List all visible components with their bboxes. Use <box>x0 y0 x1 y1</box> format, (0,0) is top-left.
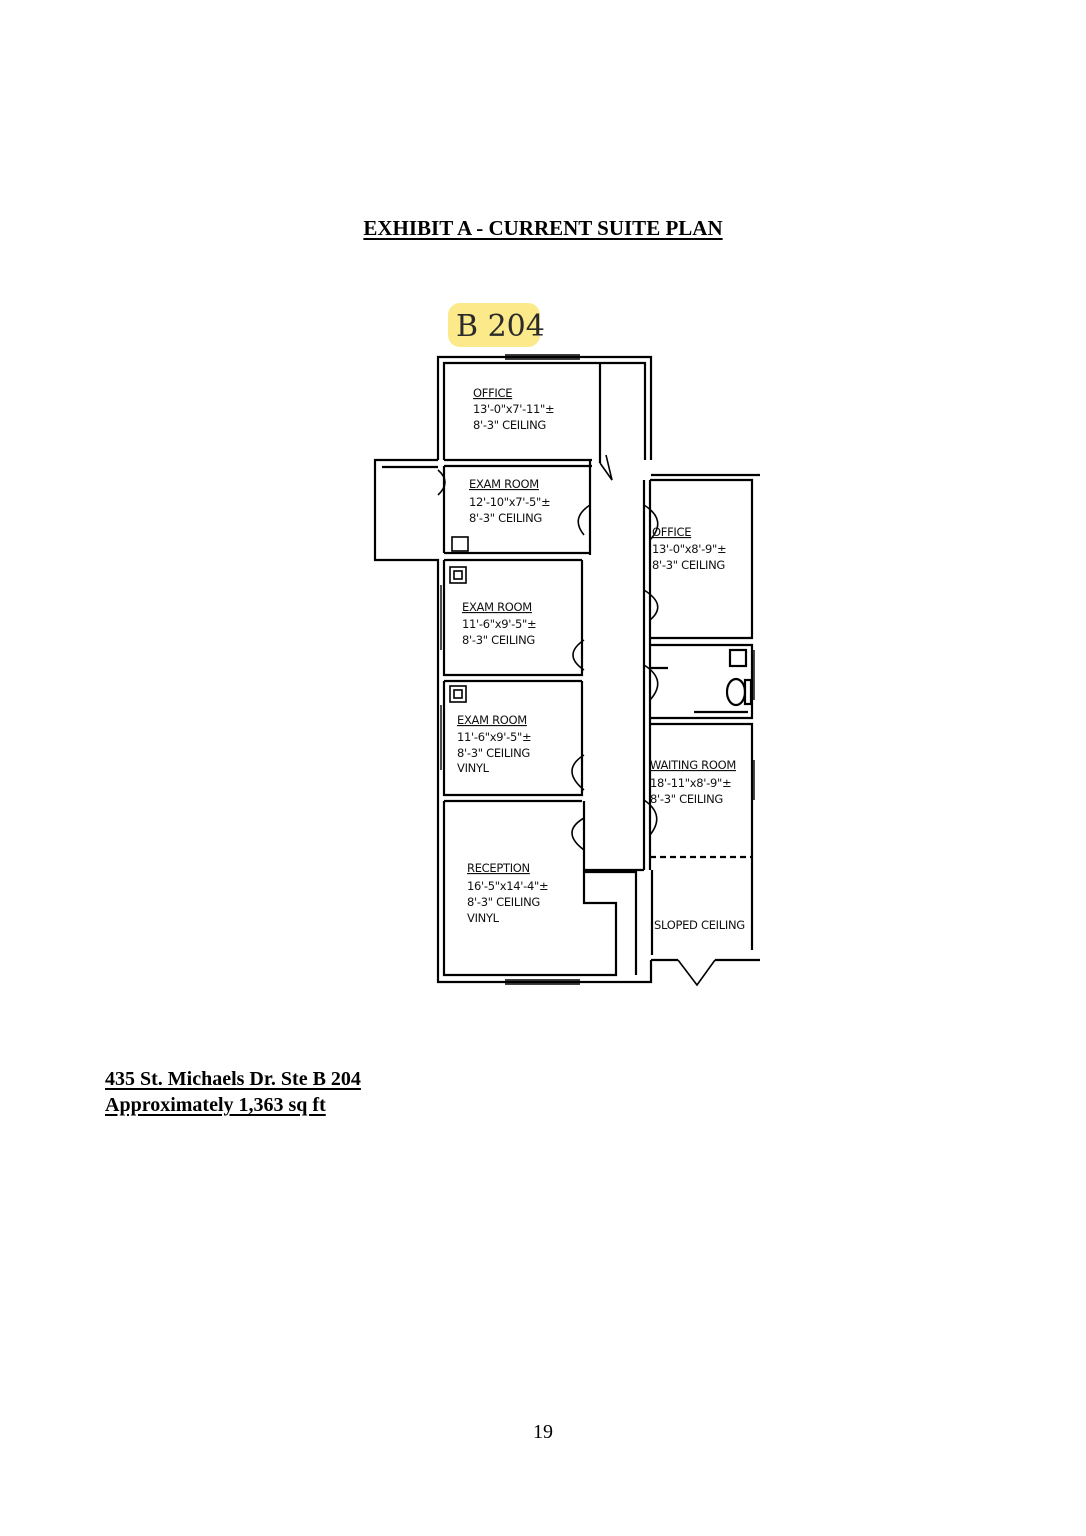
room-ceiling: 8'-3" CEILING <box>652 558 725 572</box>
walls <box>373 355 760 984</box>
page-number: 19 <box>533 1421 553 1443</box>
room-ceiling: 8'-3" CEILING <box>457 746 530 760</box>
room-name: OFFICE <box>473 386 512 400</box>
room-office-right: OFFICE 13'-0"x8'-9"± 8'-3" CEILING <box>652 525 727 572</box>
room-exam-1: EXAM ROOM 12'-10"x7'-5"± 8'-3" CEILING <box>469 477 551 525</box>
room-name: EXAM ROOM <box>469 477 539 491</box>
room-size: 16'-5"x14'-4"± <box>467 879 548 893</box>
room-size: 18'-11"x8'-9"± <box>650 776 731 790</box>
sloped-ceiling-label: SLOPED CEILING <box>654 918 745 932</box>
room-ceiling: 8'-3" CEILING <box>650 792 723 806</box>
room-name: EXAM ROOM <box>462 600 532 614</box>
room-floor: VINYL <box>457 761 490 775</box>
room-office-top: OFFICE 13'-0"x7'-11"± 8'-3" CEILING <box>473 386 555 432</box>
room-size: 13'-0"x7'-11"± <box>473 402 554 416</box>
room-floor: VINYL <box>467 911 500 925</box>
floor-plan-drawing: B 204 <box>373 303 760 987</box>
room-exam-3: EXAM ROOM 11'-6"x9'-5"± 8'-3" CEILING VI… <box>457 713 532 775</box>
sink-icons <box>449 536 469 703</box>
room-name: EXAM ROOM <box>457 713 527 727</box>
room-waiting: WAITING ROOM 18'-11"x8'-9"± 8'-3" CEILIN… <box>650 758 736 806</box>
property-info: 435 St. Michaels Dr. Ste B 204 Approxima… <box>105 1066 361 1118</box>
room-ceiling: 8'-3" CEILING <box>469 511 542 525</box>
door-swings <box>437 454 716 987</box>
room-ceiling: 8'-3" CEILING <box>462 633 535 647</box>
room-ceiling: 8'-3" CEILING <box>467 895 540 909</box>
room-exam-2: EXAM ROOM 11'-6"x9'-5"± 8'-3" CEILING <box>462 600 537 647</box>
area-line: Approximately 1,363 sq ft <box>105 1094 326 1116</box>
room-ceiling: 8'-3" CEILING <box>473 418 546 432</box>
page-title: EXHIBIT A - CURRENT SUITE PLAN <box>363 216 723 240</box>
address-line: 435 St. Michaels Dr. Ste B 204 <box>105 1068 361 1090</box>
room-name: WAITING ROOM <box>650 758 736 772</box>
room-name: RECEPTION <box>467 861 530 875</box>
room-reception: RECEPTION 16'-5"x14'-4"± 8'-3" CEILING V… <box>467 861 549 925</box>
room-size: 11'-6"x9'-5"± <box>462 617 536 631</box>
suite-badge-label: B 204 <box>456 309 545 344</box>
room-size: 13'-0"x8'-9"± <box>652 542 726 556</box>
room-size: 12'-10"x7'-5"± <box>469 495 550 509</box>
windows <box>437 354 755 985</box>
suite-floor-plan: B 204 <box>360 295 780 1020</box>
room-name: OFFICE <box>652 525 691 539</box>
suite-badge <box>448 303 540 347</box>
room-size: 11'-6"x9'-5"± <box>457 730 531 744</box>
